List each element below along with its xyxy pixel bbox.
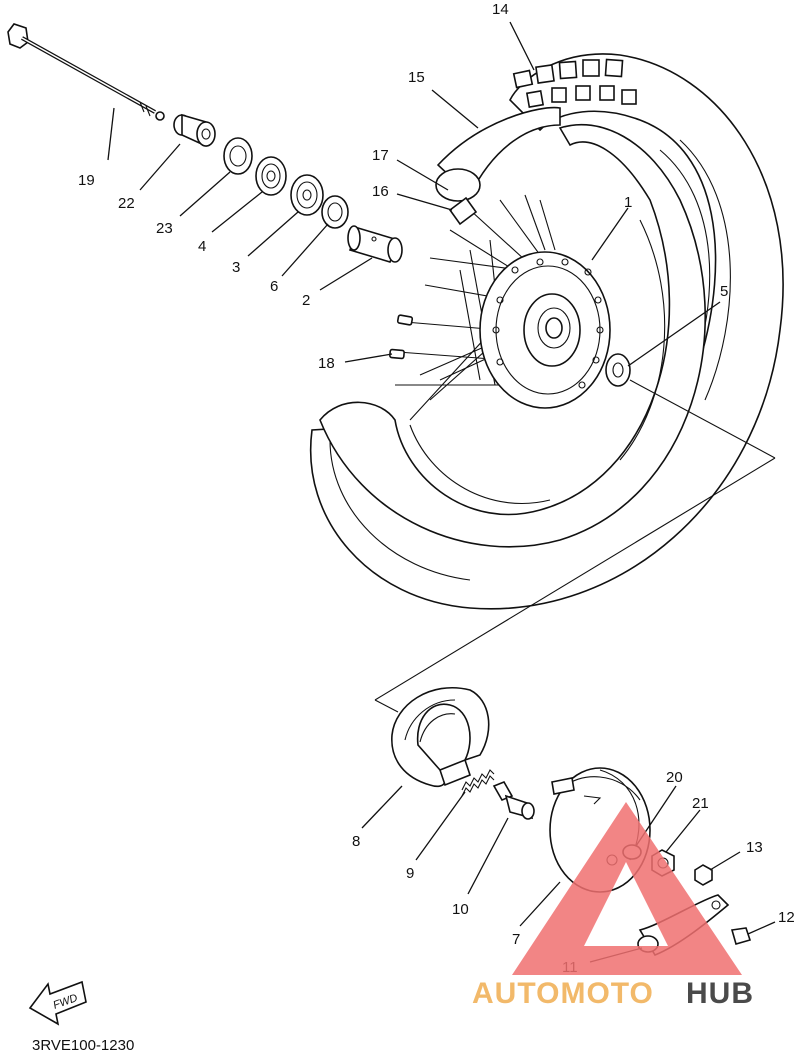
callout-leaders [107,21,776,963]
oil-seal-part-23 [223,137,253,175]
tire-part-14 [309,53,784,610]
callout-10: 10 [452,901,469,918]
spacer-part-2 [347,225,403,263]
rim-part-1 [319,123,706,548]
callout-17: 17 [372,147,389,164]
spring-part-9 [461,769,495,797]
watermark-text-hub: HUB [686,977,754,1010]
callout-5: 5 [720,283,728,300]
callout-6: 6 [270,278,278,295]
callout-15: 15 [408,69,425,86]
callout-9: 9 [406,865,414,882]
callout-22: 22 [118,195,135,212]
tire-tread [512,58,637,109]
brake-shoe-part-8 [391,687,490,788]
bearing-part-3 [290,174,324,216]
bolt-part-12 [730,927,752,945]
axle-part-19 [7,23,165,121]
callout-13: 13 [746,839,763,856]
callout-23: 23 [156,220,173,237]
callout-3: 3 [232,259,240,276]
callout-2: 2 [302,292,310,309]
bearing-part-4 [255,156,287,196]
callout-14: 14 [492,1,509,18]
part-5 [605,353,631,387]
watermark-text-automoto: AUTOMOTO [472,977,654,1010]
collar-part-22 [173,113,216,148]
camshaft-part-10 [492,780,535,820]
callout-18: 18 [318,355,335,372]
callout-16: 16 [372,183,389,200]
callout-20: 20 [666,769,683,786]
callout-8: 8 [352,833,360,850]
assembly-guide-lines [374,379,776,713]
callout-labels: 1 2 3 4 5 6 7 8 9 10 11 12 13 14 15 16 1… [78,1,795,976]
callout-12: 12 [778,909,795,926]
callout-4: 4 [198,238,206,255]
callout-7: 7 [512,931,520,948]
tube-part-15 [435,106,561,202]
callout-21: 21 [692,795,709,812]
valve-part-16 [448,196,478,226]
fwd-arrow-icon: FWD [28,980,87,1026]
diagram-code: 3RVE100-1230 [32,1037,134,1054]
watermark-triangle-icon [512,802,742,975]
hub [479,251,611,409]
callout-19: 19 [78,172,95,189]
nipple-part-18 [389,314,414,360]
nut-part-13 [694,864,713,886]
callout-1: 1 [624,194,632,211]
watermark-logo [512,802,742,975]
oil-seal-part-6 [321,195,349,229]
